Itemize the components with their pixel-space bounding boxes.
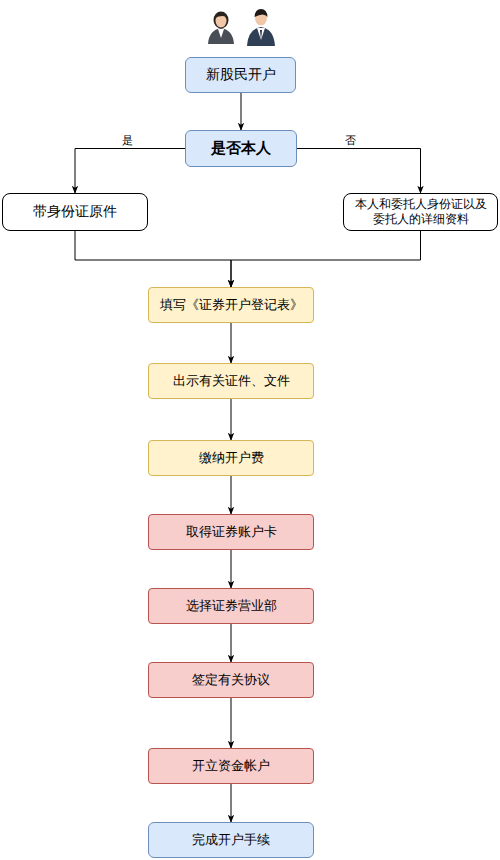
edge-label: 是	[121, 133, 134, 148]
woman-hair	[214, 12, 229, 29]
flow-arrow	[231, 784, 232, 822]
woman-collar	[218, 29, 224, 38]
woman-body	[208, 28, 234, 44]
man-icon	[247, 9, 275, 46]
flow-arrow	[75, 231, 231, 287]
node-text: 带身份证原件	[33, 203, 117, 221]
decision-box: 是否本人	[185, 130, 297, 167]
man-tie	[260, 30, 262, 40]
document-box: 本人和委托人身份证以及委托人的详细资料	[343, 193, 498, 231]
man-body	[247, 27, 275, 46]
woman-fringe	[214, 14, 228, 19]
process-box: 填写《证券开户登记表》	[148, 287, 314, 323]
flow-arrow	[231, 550, 232, 588]
document-box: 带身份证原件	[2, 193, 148, 231]
flow-arrow	[231, 231, 421, 287]
process-box: 签定有关协议	[148, 662, 314, 698]
flow-arrow	[297, 149, 421, 194]
node-text: 出示有关证件、文件	[173, 373, 290, 389]
process-box: 选择证券营业部	[148, 588, 314, 624]
process-box: 缴纳开户费	[148, 440, 314, 476]
node-text: 完成开户手续	[192, 832, 270, 848]
node-text: 选择证券营业部	[186, 598, 277, 614]
edge-label: 否	[344, 133, 357, 148]
flow-arrow	[241, 93, 242, 130]
people-illustration	[0, 0, 500, 60]
woman-icon	[208, 12, 234, 45]
flow-arrow	[231, 323, 232, 363]
node-text: 签定有关协议	[192, 672, 270, 688]
start-end-box: 完成开户手续	[148, 822, 314, 858]
node-text: 新股民开户	[206, 66, 276, 84]
flow-arrow	[75, 149, 185, 194]
flow-arrow	[231, 399, 232, 440]
flow-arrow	[231, 476, 232, 514]
process-box: 出示有关证件、文件	[148, 363, 314, 399]
process-box: 取得证券账户卡	[148, 514, 314, 550]
node-text: 本人和委托人身份证以及委托人的详细资料	[350, 197, 491, 227]
man-hair	[255, 9, 268, 17]
start-end-box: 新股民开户	[185, 57, 296, 93]
node-text: 取得证券账户卡	[186, 524, 277, 540]
flow-arrow	[231, 624, 232, 662]
process-box: 开立资金帐户	[148, 748, 314, 784]
node-text: 是否本人	[211, 139, 271, 158]
node-text: 填写《证券开户登记表》	[160, 297, 303, 313]
flow-arrow	[231, 698, 232, 748]
node-text: 缴纳开户费	[199, 450, 264, 466]
node-text: 开立资金帐户	[192, 758, 270, 774]
man-shirt	[257, 28, 265, 40]
